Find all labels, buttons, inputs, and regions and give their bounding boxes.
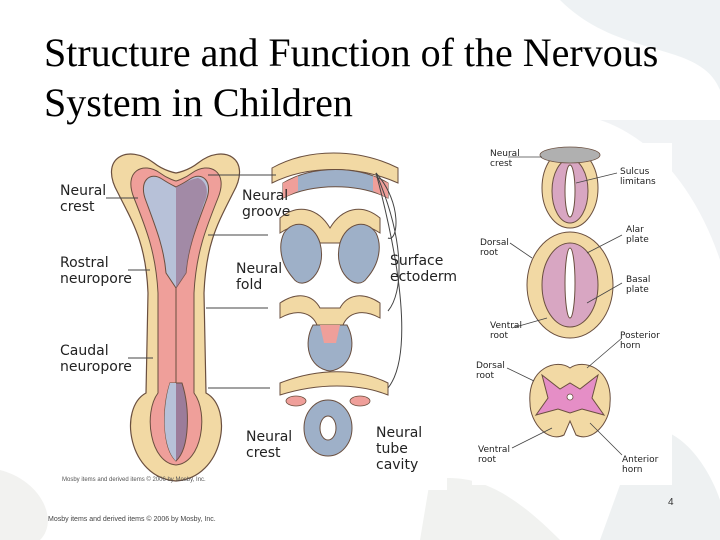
label-posterior-horn: Posterior horn <box>620 331 660 351</box>
label-sulcus-limitans: Sulcus limitans <box>620 167 656 187</box>
leader-lines <box>106 172 403 389</box>
spinal-section-middle <box>526 231 614 339</box>
label-neural-crest-bottom: Neural crest <box>246 429 293 461</box>
spinal-section-mature <box>529 363 611 438</box>
label-neural-groove: Neural groove <box>242 188 291 220</box>
label-basal-plate: Basal plate <box>626 275 651 295</box>
figure-credit: Mosby items and derived items © 2006 by … <box>62 477 206 483</box>
label-dorsal-root-2: Dorsal root <box>476 361 505 381</box>
label-rostral-neuropore: Rostral neuropore <box>60 255 132 287</box>
label-surface-ectoderm: Surface ectoderm <box>390 253 458 285</box>
spinal-section-early <box>539 146 601 229</box>
label-dorsal-root-1: Dorsal root <box>480 238 509 258</box>
cross-section-3 <box>279 295 381 372</box>
label-neural-fold: Neural fold <box>236 261 283 293</box>
spinal-cord-diagram <box>506 146 623 456</box>
label-neural-crest-top: Neural crest <box>60 183 107 215</box>
cross-section-1 <box>271 152 399 199</box>
label-ventral-root-1: Ventral root <box>490 321 522 341</box>
label-anterior-horn: Anterior horn <box>622 455 659 475</box>
spinal-leader-lines <box>506 156 623 456</box>
embryo-dorsal-view <box>111 153 240 482</box>
label-alar-plate: Alar plate <box>626 225 649 245</box>
spinal-cord-development-figure: Neural crest Sulcus limitans Dorsal root… <box>472 143 672 485</box>
copyright-footer: Mosby items and derived items © 2006 by … <box>48 516 216 523</box>
label-ventral-root-2: Ventral root <box>478 445 510 465</box>
cross-section-2 <box>279 208 381 284</box>
cross-section-4 <box>279 371 389 457</box>
page-number: 4 <box>668 497 674 508</box>
label-caudal-neuropore: Caudal neuropore <box>60 343 132 375</box>
label-neural-tube-cavity: Neural tube cavity <box>376 425 423 473</box>
label-neural-crest: Neural crest <box>490 149 520 169</box>
neural-tube-formation-figure: Neural crest Rostral neuropore Caudal ne… <box>58 143 457 490</box>
neural-tube-diagram <box>106 152 403 482</box>
slide-title: Structure and Function of the Nervous Sy… <box>44 30 659 125</box>
